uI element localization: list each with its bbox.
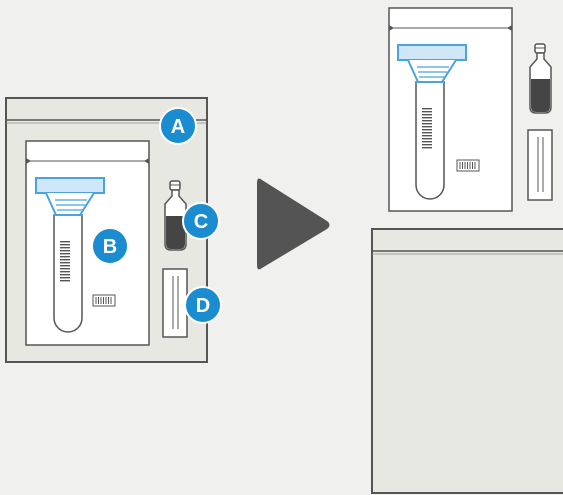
callout-a-label: A [171, 116, 185, 138]
label-barcode-icon [92, 294, 116, 307]
label-barcode-icon-right [456, 159, 480, 172]
callout-c: C [182, 202, 220, 240]
callout-b-label: B [103, 236, 117, 258]
swab-tube-icon-right [397, 44, 467, 200]
play-arrow-icon [257, 178, 330, 270]
callout-a: A [159, 107, 197, 145]
outer-bag-right [371, 228, 563, 494]
test-strip-icon-right [527, 129, 553, 201]
swab-tube-icon [35, 177, 105, 333]
callout-b: B [91, 227, 129, 265]
inner-pouch-left [25, 140, 150, 346]
vial-icon [164, 180, 187, 251]
callout-d: D [184, 286, 222, 324]
inner-pouch-right [388, 7, 513, 212]
tube-barcode-right [422, 108, 432, 149]
vial-icon-right [529, 43, 552, 114]
callout-d-label: D [196, 295, 210, 317]
callout-c-label: C [194, 211, 208, 233]
tube-barcode [60, 241, 70, 282]
test-strip-icon [162, 268, 188, 338]
